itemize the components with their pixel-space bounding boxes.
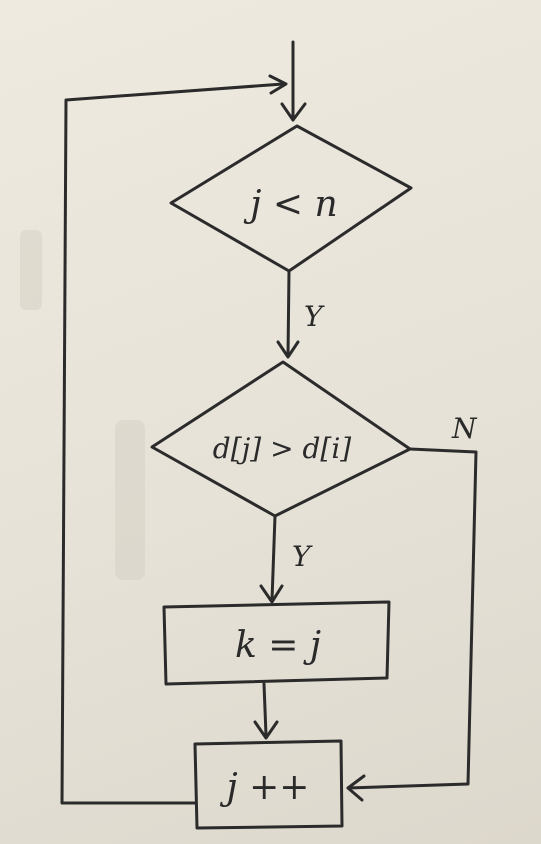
loop-back-arrowhead bbox=[268, 74, 288, 95]
yes-arrow-1-head bbox=[276, 340, 300, 359]
entry-arrowhead bbox=[280, 102, 307, 122]
yes-label-1: Y bbox=[304, 300, 325, 333]
yes-arrow-1-line bbox=[286, 269, 291, 358]
yes-label-2: Y bbox=[292, 540, 313, 573]
no-branch-line bbox=[346, 447, 478, 790]
paper-smudge bbox=[115, 420, 145, 580]
decision-compare-label: d[j] > d[i] bbox=[213, 432, 352, 465]
process-assign-box bbox=[162, 600, 391, 686]
process-increment-label: j ++ bbox=[220, 767, 310, 808]
assign-to-increment-head bbox=[253, 720, 279, 740]
process-increment-box bbox=[193, 739, 344, 830]
yes-arrow-2-line bbox=[270, 514, 277, 602]
decision-loop-label: j < n bbox=[243, 184, 337, 225]
no-branch-arrowhead bbox=[346, 774, 366, 802]
assign-to-increment-line bbox=[262, 682, 268, 737]
loop-back-line bbox=[60, 82, 285, 805]
paper-smudge bbox=[20, 230, 42, 310]
no-label: N bbox=[451, 412, 478, 445]
process-assign-label: k = j bbox=[235, 625, 321, 666]
yes-arrow-2-head bbox=[259, 584, 284, 604]
